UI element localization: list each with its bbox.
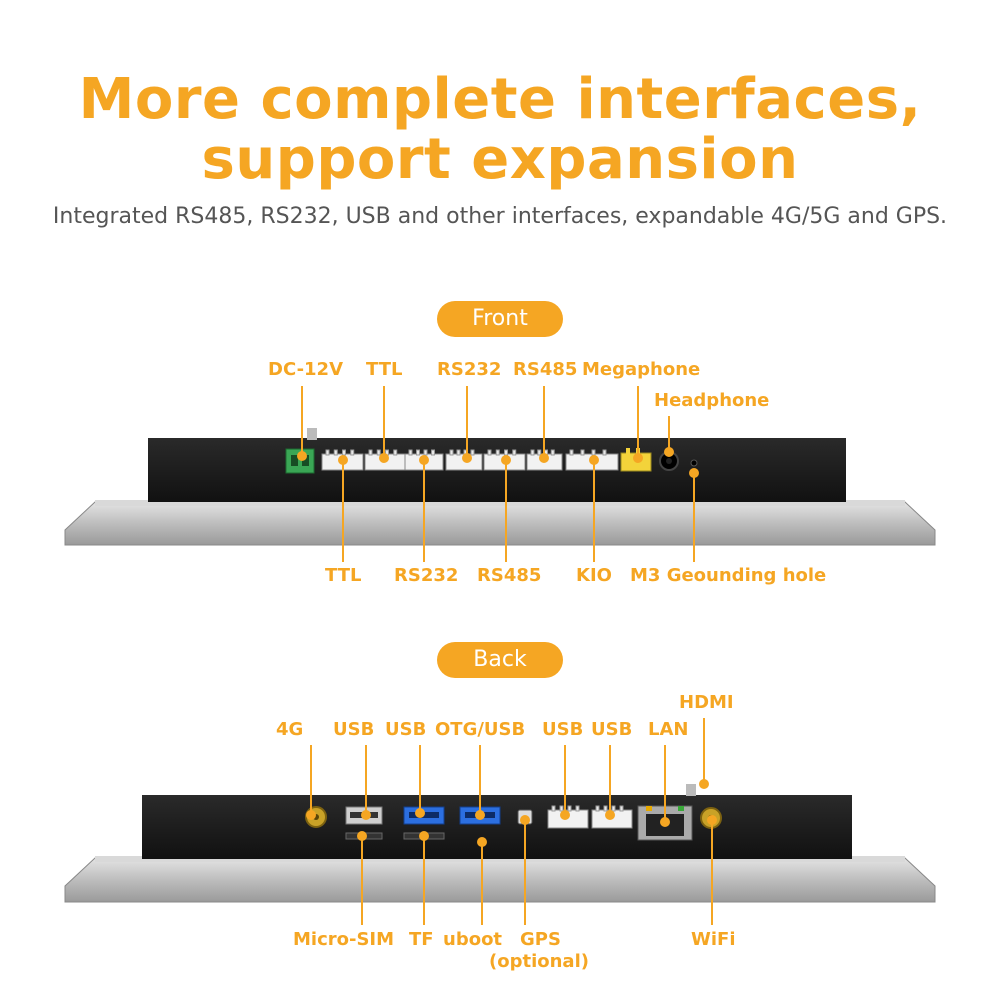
back-bezel (64, 856, 936, 903)
front-connector-row (321, 449, 619, 471)
front-badge: Front (437, 301, 563, 337)
headphone-jack (659, 451, 679, 471)
page-title-line1: More complete interfaces, (78, 67, 922, 132)
page-subtitle: Integrated RS485, RS232, USB and other i… (52, 204, 948, 229)
label-headphone: Headphone (654, 390, 770, 411)
front-leader-lines (297, 386, 699, 562)
back-antenna-stub (686, 784, 696, 796)
label-micro-sim: Micro-SIM (293, 929, 395, 950)
label-front-rs232-top: RS232 (437, 359, 502, 380)
front-bezel (64, 500, 936, 546)
label-front-rs232-bottom: RS232 (394, 565, 459, 586)
label-lan: LAN (648, 719, 689, 740)
label-megaphone: Megaphone (582, 359, 701, 380)
back-leader-lines (306, 718, 717, 925)
label-tf: TF (409, 929, 434, 950)
label-kio: KIO (576, 565, 612, 586)
label-uboot: uboot (443, 929, 503, 950)
label-dc-12v: DC-12V (268, 359, 344, 380)
label-back-usb-3: USB (542, 719, 584, 740)
label-back-usb-1: USB (333, 719, 375, 740)
label-gps-optional: (optional) (489, 951, 589, 972)
label-front-rs485-top: RS485 (513, 359, 578, 380)
label-gps: GPS (520, 929, 561, 950)
front-antenna-stub (307, 428, 317, 440)
back-badge: Back (437, 642, 563, 678)
page-title-line2: support expansion (201, 127, 799, 192)
grounding-hole (690, 459, 698, 467)
back-body (142, 795, 852, 859)
label-4g: 4G (276, 719, 304, 740)
label-front-ttl-top: TTL (366, 359, 403, 380)
label-otg-usb: OTG/USB (435, 719, 526, 740)
label-front-ttl-bottom: TTL (325, 565, 362, 586)
label-grounding-hole: M3 Geounding hole (630, 565, 827, 586)
label-back-usb-2: USB (385, 719, 427, 740)
label-wifi: WiFi (691, 929, 736, 950)
label-front-rs485-bottom: RS485 (477, 565, 542, 586)
label-back-usb-4: USB (591, 719, 633, 740)
label-hdmi: HDMI (679, 692, 734, 713)
